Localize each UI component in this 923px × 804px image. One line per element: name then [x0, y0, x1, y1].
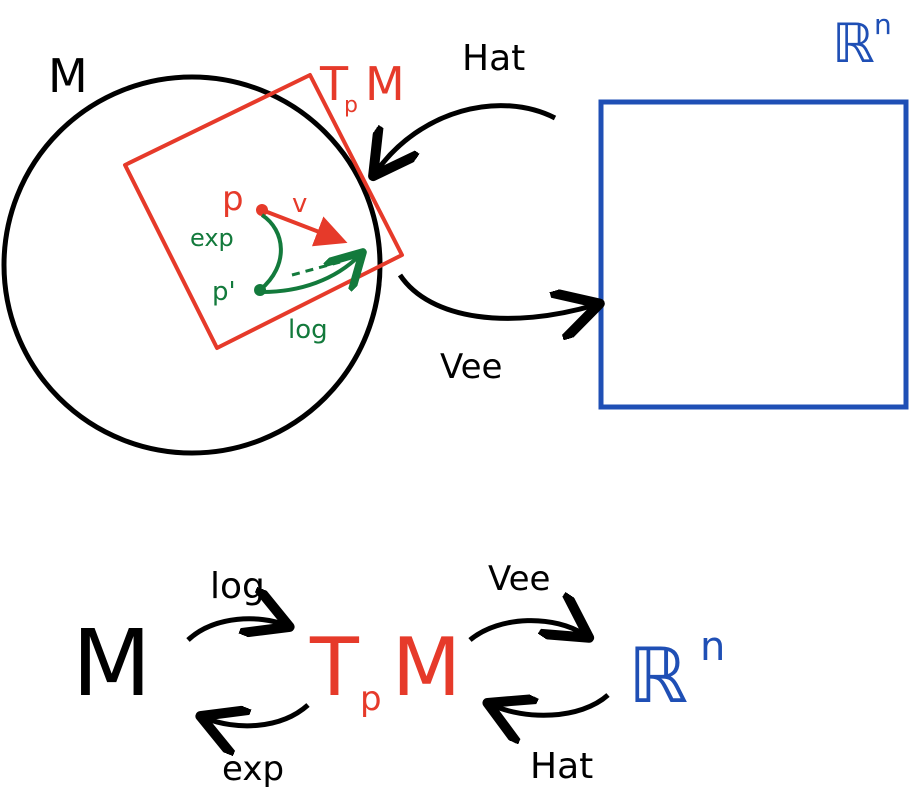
bottom-tangent-main: T	[309, 621, 360, 714]
bottom-tangent-sub: p	[360, 679, 382, 719]
bottom-diagram: M T p M ℝ n log exp Vee Hat	[72, 559, 725, 789]
tangent-plane-label: T p M	[319, 57, 405, 118]
vector-v-label: v	[292, 189, 307, 219]
hat-arrow-bottom	[492, 693, 610, 715]
exp-arrow-bottom	[205, 703, 310, 726]
tangent-plane	[123, 73, 404, 350]
manifold-label: M	[48, 49, 88, 103]
bottom-euclid-main: ℝ	[628, 631, 688, 720]
exp-label-bottom: exp	[222, 749, 284, 789]
point-p-prime-label: p'	[212, 277, 236, 307]
log-curve	[261, 255, 360, 294]
exp-curve	[258, 213, 283, 292]
bottom-manifold: M	[72, 610, 151, 717]
tangent-label-sub: p	[344, 93, 358, 118]
vee-arrow-top	[397, 273, 595, 318]
bottom-euclid-sup: n	[700, 624, 725, 670]
euclid-label-sup: n	[874, 8, 892, 41]
log-arrow-bottom	[186, 619, 285, 642]
bottom-euclid: ℝ n	[628, 624, 725, 720]
euclidean-label: ℝ n	[832, 8, 892, 75]
tangent-label-tail: M	[365, 57, 405, 111]
top-diagram: M T p M p v p' exp log ℝ n Hat	[1, 8, 909, 456]
vector-v-arrow	[261, 208, 348, 247]
euclidean-square	[598, 99, 909, 410]
log-label-bottom: log	[210, 566, 265, 607]
hat-label-top: Hat	[462, 38, 525, 79]
exp-label-top: exp	[190, 224, 234, 252]
point-p-label: p	[222, 179, 244, 219]
vee-label-top: Vee	[440, 347, 502, 387]
bottom-tangent-tail: M	[392, 621, 461, 714]
euclid-label-main: ℝ	[832, 12, 875, 75]
hat-label-bottom: Hat	[530, 746, 593, 787]
vee-arrow-bottom	[468, 621, 585, 640]
hat-arrow-top	[376, 103, 557, 172]
log-label-top: log	[288, 315, 328, 345]
bottom-tangent: T p M	[309, 621, 461, 719]
tangent-label-main: T	[319, 57, 349, 111]
vee-label-bottom: Vee	[488, 559, 550, 599]
